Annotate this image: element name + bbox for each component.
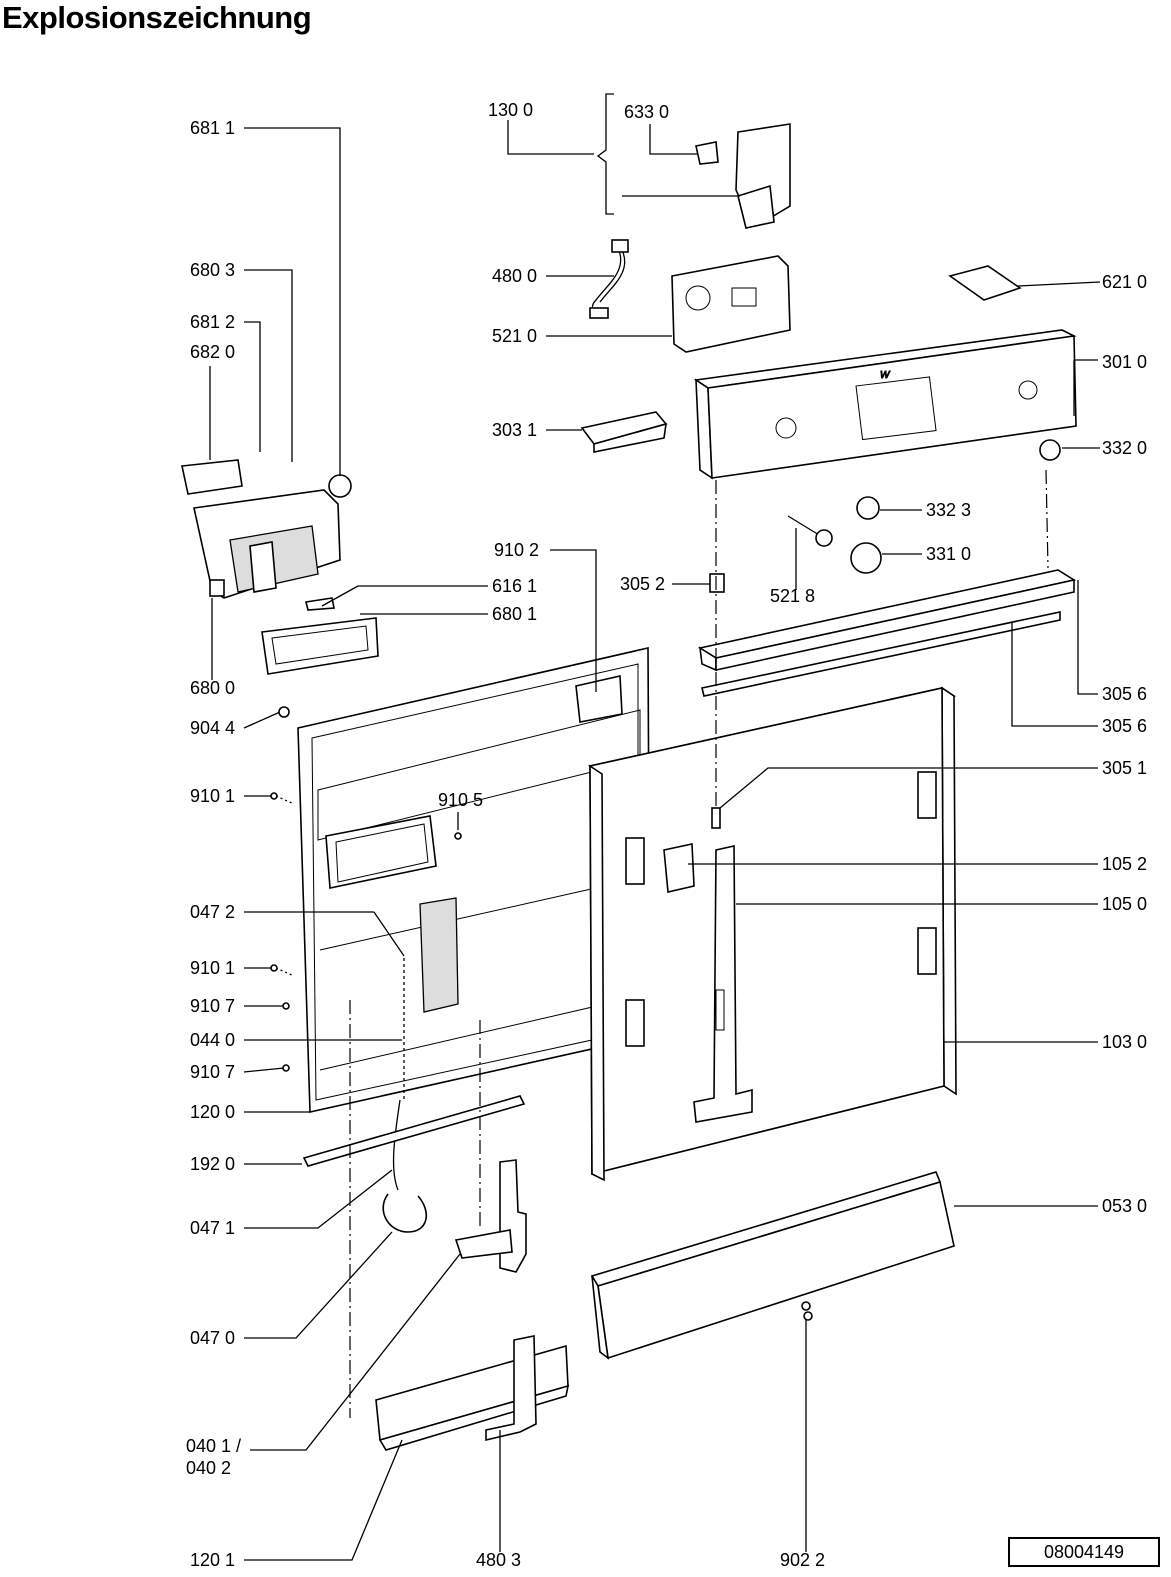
electronic-board <box>671 255 791 353</box>
profile-rail-lower <box>701 611 1061 697</box>
label-305-1: 305 1 <box>1102 758 1147 778</box>
dispenser-seal-680-1 <box>261 617 379 675</box>
label-332-0: 332 0 <box>1102 438 1147 458</box>
spacer-305-2 <box>709 573 725 593</box>
label-044-0: 044 0 <box>190 1030 235 1050</box>
seal-strip-192-0 <box>302 1095 526 1167</box>
profile-rail-upper <box>697 569 1077 672</box>
switch-part <box>948 265 1022 301</box>
label-332-3: 332 3 <box>926 500 971 520</box>
label-910-5: 910 5 <box>438 790 483 810</box>
leader-lines <box>209 93 1101 1561</box>
callout-labels: 681 1 680 3 681 2 682 0 616 1 680 1 680 … <box>186 100 1147 1570</box>
door-spring <box>382 958 428 1233</box>
push-button-block <box>580 411 668 453</box>
label-682-0: 682 0 <box>190 342 235 362</box>
label-521-8: 521 8 <box>770 586 815 606</box>
label-910-1-upper: 910 1 <box>190 786 235 806</box>
dispenser-clip-616-1 <box>305 597 335 611</box>
label-910-1-lower: 910 1 <box>190 958 235 978</box>
label-680-1: 680 1 <box>492 604 537 624</box>
knob-332-3 <box>856 496 880 520</box>
label-904-4: 904 4 <box>190 718 235 738</box>
label-103-0: 103 0 <box>1102 1032 1147 1052</box>
lower-trim <box>590 1171 955 1360</box>
knob-332-0 <box>1039 439 1061 461</box>
label-047-0: 047 0 <box>190 1328 235 1348</box>
label-105-2: 105 2 <box>1102 854 1147 874</box>
label-105-0: 105 0 <box>1102 894 1147 914</box>
label-633-0: 633 0 <box>624 102 669 122</box>
dispenser-cap <box>328 474 352 498</box>
control-panel: W <box>693 329 1077 480</box>
page-title: Explosionszeichnung <box>2 0 312 35</box>
label-040-1: 040 1 / <box>186 1436 241 1456</box>
label-480-0: 480 0 <box>492 266 537 286</box>
label-910-2: 910 2 <box>494 540 539 560</box>
control-module <box>695 123 791 229</box>
label-305-2: 305 2 <box>620 574 665 594</box>
wire-harness <box>589 239 629 319</box>
label-040-2: 040 2 <box>186 1458 231 1478</box>
label-902-2: 902 2 <box>780 1550 825 1570</box>
label-521-0: 521 0 <box>492 326 537 346</box>
label-047-1: 047 1 <box>190 1218 235 1238</box>
label-301-0: 301 0 <box>1102 352 1147 372</box>
knob-331-0 <box>850 542 882 574</box>
label-681-1: 681 1 <box>190 118 235 138</box>
label-053-0: 053 0 <box>1102 1196 1147 1216</box>
label-305-6-upper: 305 6 <box>1102 684 1147 704</box>
label-680-0: 680 0 <box>190 678 235 698</box>
bracket-480-3 <box>485 1335 537 1442</box>
hinge-bracket <box>454 1159 527 1273</box>
label-331-0: 331 0 <box>926 544 971 564</box>
label-303-1: 303 1 <box>492 420 537 440</box>
label-910-7-upper: 910 7 <box>190 996 235 1016</box>
label-192-0: 192 0 <box>190 1154 235 1174</box>
potentiometer-521-8 <box>787 515 833 547</box>
dispenser-seal <box>181 459 243 495</box>
drawing-number-box: 08004149 <box>1008 1537 1160 1567</box>
label-130-0: 130 0 <box>488 100 533 120</box>
label-047-2: 047 2 <box>190 902 235 922</box>
label-480-3: 480 3 <box>476 1550 521 1570</box>
label-120-0: 120 0 <box>190 1102 235 1122</box>
label-616-1: 616 1 <box>492 576 537 596</box>
label-621-0: 621 0 <box>1102 272 1147 292</box>
label-680-3: 680 3 <box>190 260 235 280</box>
detergent-dispenser <box>193 489 341 599</box>
label-910-7-lower: 910 7 <box>190 1062 235 1082</box>
label-120-1: 120 1 <box>190 1550 235 1570</box>
label-681-2: 681 2 <box>190 312 235 332</box>
svg-text:W: W <box>880 370 891 381</box>
plinth-lower <box>375 1344 570 1451</box>
outer-door-panel <box>587 686 957 1182</box>
label-305-6-lower: 305 6 <box>1102 716 1147 736</box>
